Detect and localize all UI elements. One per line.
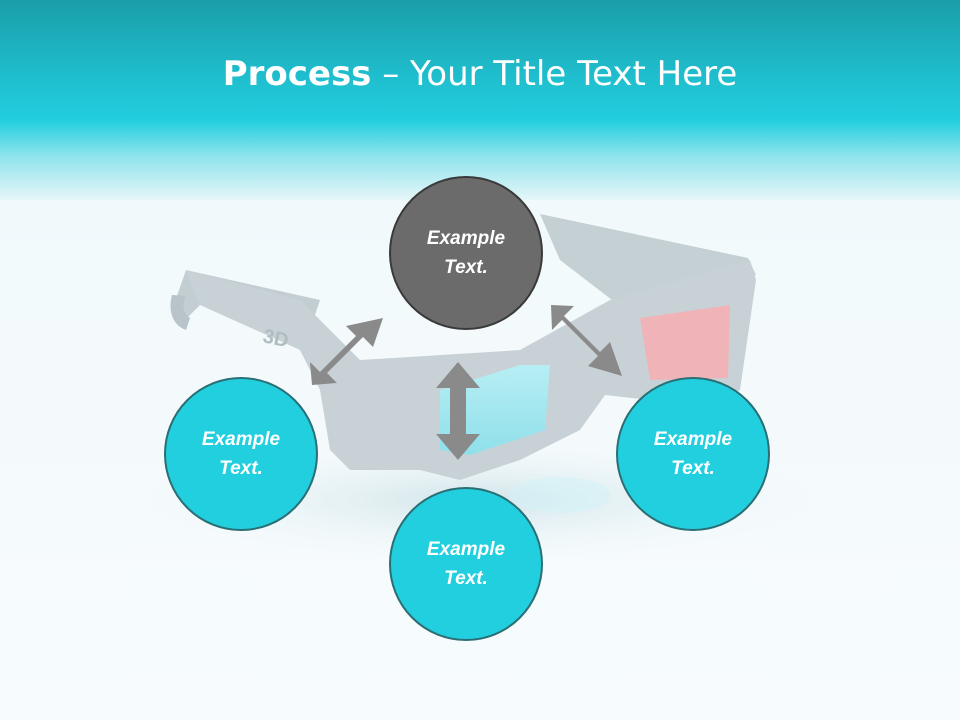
bottom-node: Example Text. <box>389 487 543 641</box>
slide-title: Process – Your Title Text Here <box>0 52 960 96</box>
header-band <box>0 0 960 200</box>
right-node-label: Example Text. <box>653 429 733 479</box>
arrow-center-bottom <box>436 362 480 460</box>
left-node-label: Example Text. <box>201 429 281 479</box>
left-node: Example Text. <box>164 377 318 531</box>
right-node: Example Text. <box>616 377 770 531</box>
title-rest: – Your Title Text Here <box>371 54 738 94</box>
bottom-node-label: Example Text. <box>426 539 506 589</box>
center-node-label: Example Text. <box>426 228 506 278</box>
svg-text:3D: 3D <box>261 325 291 352</box>
title-bold: Process <box>222 54 372 94</box>
center-node: Example Text. <box>389 176 543 330</box>
arrow-center-left <box>310 318 383 385</box>
arrow-center-right <box>551 305 622 376</box>
